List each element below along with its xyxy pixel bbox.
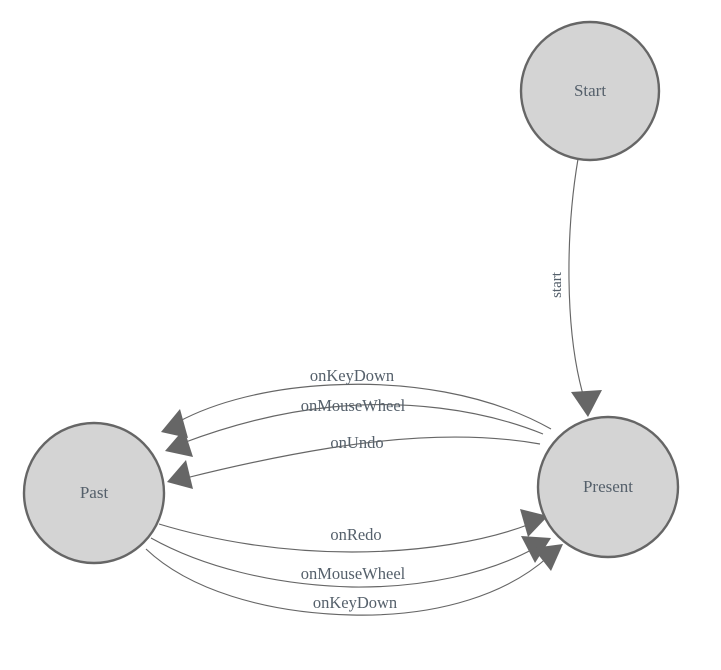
edge-label-past-present-onmousewheel: onMouseWheel bbox=[301, 564, 406, 583]
edge-label-present-past-onundo: onUndo bbox=[330, 433, 383, 452]
edge-present-past-onkeydown-path bbox=[177, 383, 552, 430]
edge-present-past-onundo-arrowhead bbox=[167, 460, 193, 489]
edge-past-present-onredo-path bbox=[158, 523, 531, 553]
edge-label-past-present-onredo: onRedo bbox=[330, 525, 381, 544]
node-start-circle bbox=[519, 20, 661, 162]
edge-present-past-onundo[interactable] bbox=[167, 436, 541, 489]
node-start[interactable]: Start bbox=[519, 20, 661, 162]
edge-start-present-arrowhead bbox=[571, 390, 602, 417]
edge-present-past-onundo-path bbox=[185, 436, 541, 479]
node-start-label: Start bbox=[574, 81, 606, 100]
edge-start-present[interactable]: start bbox=[549, 158, 602, 417]
node-past-label: Past bbox=[80, 483, 109, 502]
node-past[interactable]: Past bbox=[22, 421, 166, 565]
edges-layer: start bbox=[145, 158, 602, 616]
node-present[interactable]: Present bbox=[536, 415, 680, 559]
edge-start-present-label: start bbox=[549, 271, 565, 298]
edge-past-present-onkeydown-arrowhead bbox=[533, 544, 563, 571]
edge-past-present-onkeydown-path bbox=[145, 548, 549, 616]
edge-present-past-onmousewheel-arrowhead bbox=[165, 429, 193, 457]
edge-past-present-onredo-arrowhead bbox=[520, 509, 548, 537]
edge-past-present-onredo[interactable] bbox=[158, 509, 548, 553]
edge-past-present-onkeydown[interactable] bbox=[145, 544, 563, 616]
edge-present-past-onmousewheel[interactable] bbox=[165, 404, 544, 457]
edge-label-present-past-onkeydown: onKeyDown bbox=[310, 366, 394, 385]
edge-label-present-past-onmousewheel: onMouseWheel bbox=[301, 396, 406, 415]
edge-present-past-onkeydown-arrowhead bbox=[161, 409, 188, 438]
node-past-circle bbox=[22, 421, 166, 565]
edge-labels-layer: onKeyDown onMouseWheel onUndo onRedo onM… bbox=[301, 366, 406, 612]
node-present-circle bbox=[536, 415, 680, 559]
edge-start-present-path bbox=[568, 158, 585, 399]
node-present-label: Present bbox=[583, 477, 633, 496]
edge-label-past-present-onkeydown: onKeyDown bbox=[313, 593, 397, 612]
edge-present-past-onkeydown[interactable] bbox=[161, 383, 552, 438]
edge-past-present-onmousewheel-path bbox=[150, 537, 534, 588]
nodes-layer: Start Past Present bbox=[22, 20, 680, 565]
edge-present-past-onmousewheel-path bbox=[182, 404, 544, 444]
